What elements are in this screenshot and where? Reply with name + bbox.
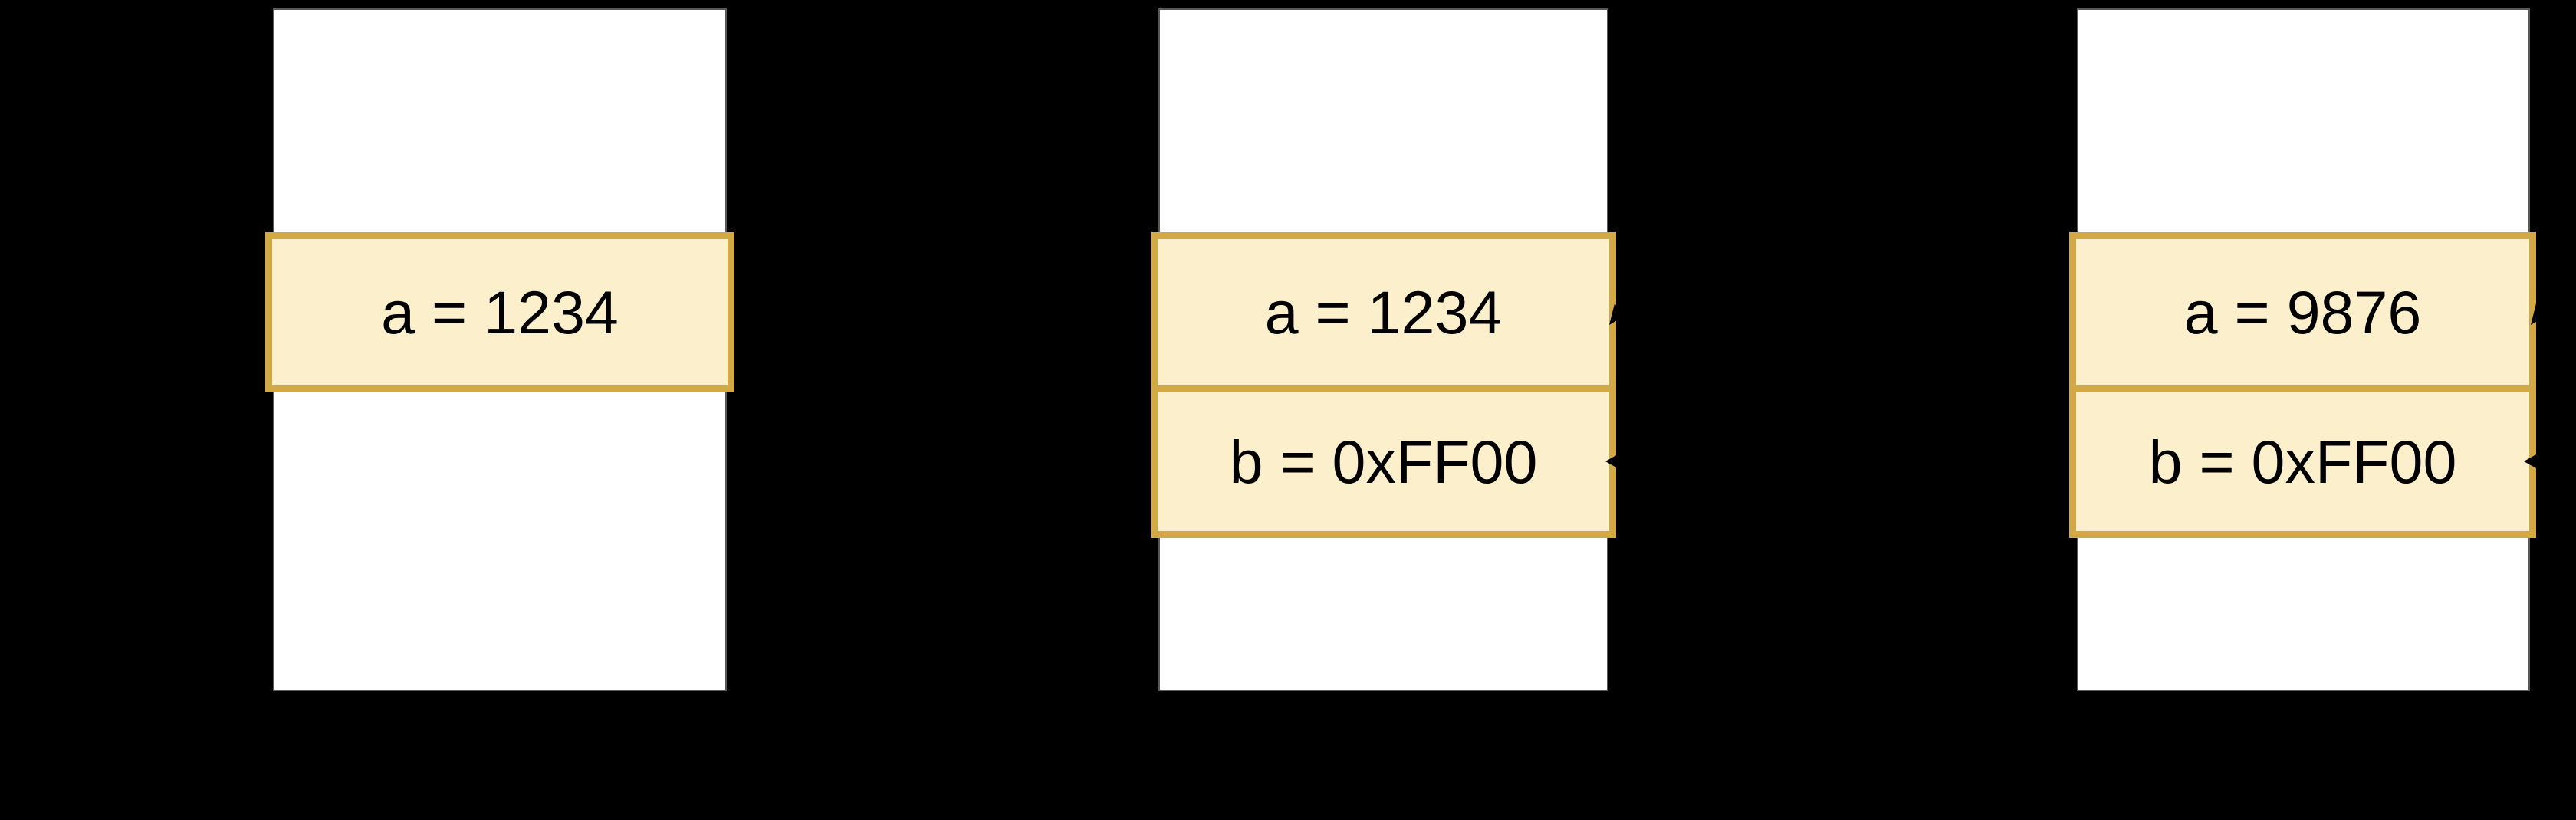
variable-row-b: b = 0xFF00	[2069, 385, 2536, 538]
variable-row-label: b = 0xFF00	[2148, 428, 2457, 496]
variable-row-label: a = 9876	[2183, 278, 2422, 346]
variable-row-a: a = 9876	[2069, 232, 2536, 392]
variable-stack-3: a = 9876 b = 0xFF00	[2069, 232, 2536, 538]
variable-row-b: b = 0xFF00	[1151, 385, 1616, 538]
variable-row-a: a = 1234	[265, 232, 734, 392]
variable-stack-2: a = 1234 b = 0xFF00	[1151, 232, 1616, 538]
variable-row-label: b = 0xFF00	[1229, 428, 1538, 496]
variable-row-label: a = 1234	[1264, 278, 1503, 346]
variable-row-label: a = 1234	[381, 278, 619, 346]
variable-row-a: a = 1234	[1151, 232, 1616, 392]
variable-stack-1: a = 1234	[265, 232, 734, 392]
